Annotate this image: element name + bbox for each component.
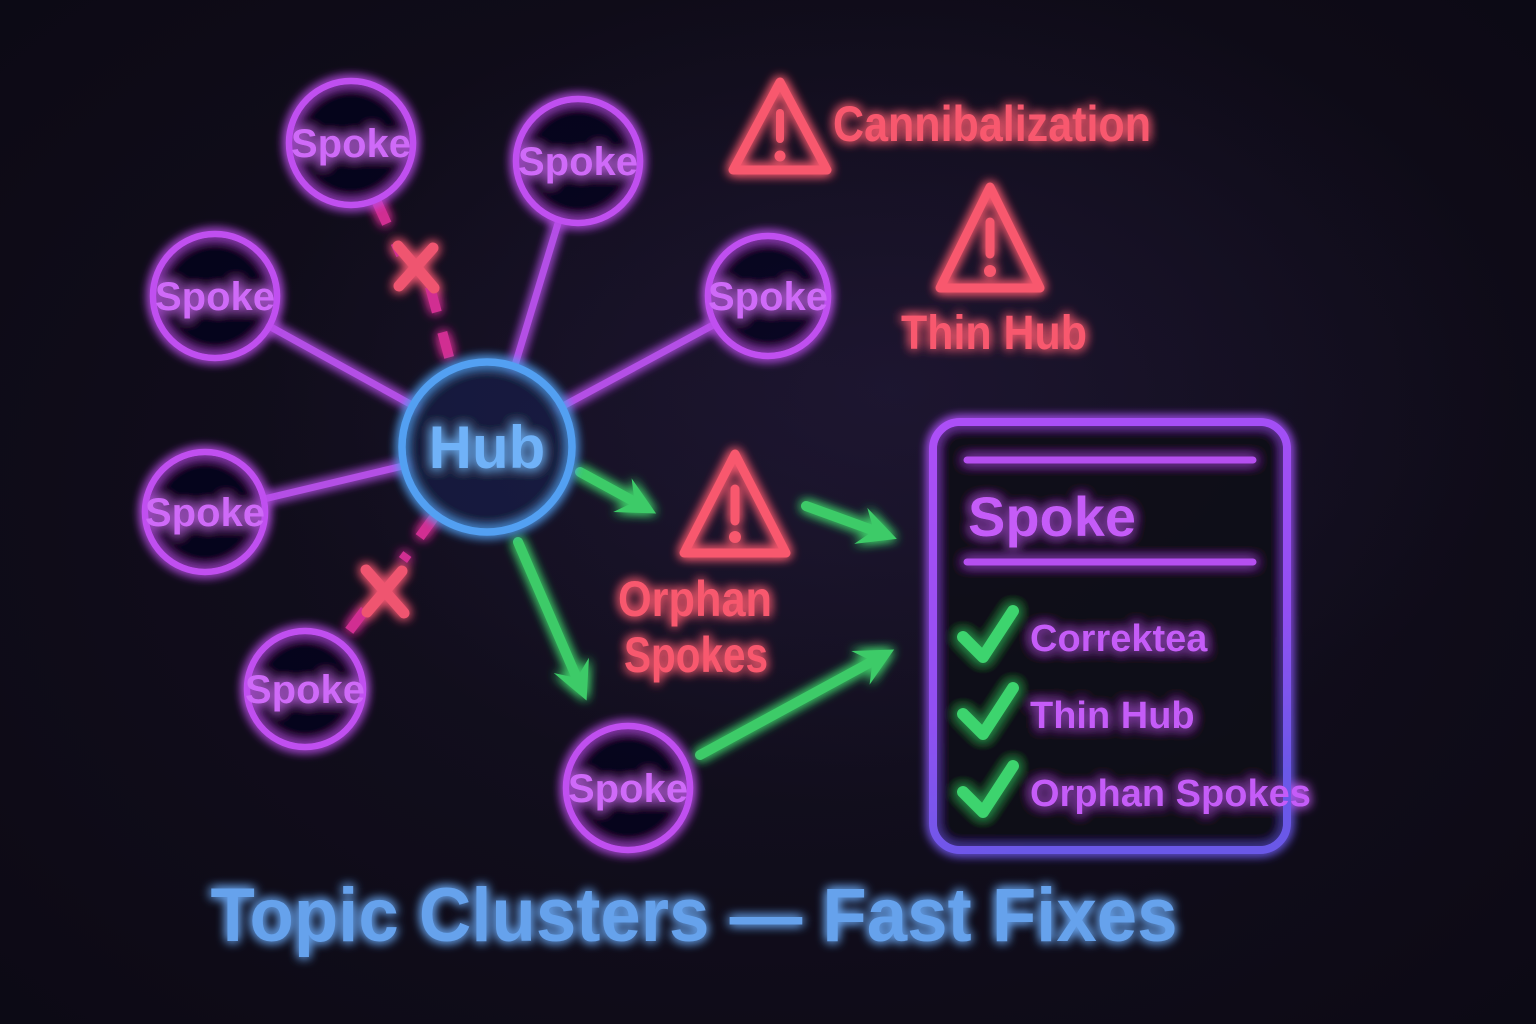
thin-hub-warning: Thin Hub xyxy=(901,182,1087,360)
hub-spoke-link xyxy=(265,322,416,409)
warning-triangle-icon xyxy=(935,182,1045,293)
spoke-label: Spoke xyxy=(291,122,411,166)
orphan-label-line1: Orphan xyxy=(618,571,772,627)
spoke-label: Spoke xyxy=(518,140,638,184)
check-icon xyxy=(957,605,1019,663)
check-icon xyxy=(957,682,1019,740)
broken-link-dashed xyxy=(398,513,440,563)
arrow-hub-to-orphan-icon xyxy=(575,467,657,514)
arrow-spoke-to-panel-icon xyxy=(695,649,895,760)
connector-lines xyxy=(260,216,719,503)
warning-triangle-icon xyxy=(679,449,791,558)
spoke-node: Spoke xyxy=(243,627,367,751)
spoke-label: Spoke xyxy=(708,275,828,319)
flow-arrows xyxy=(513,467,897,760)
x-icon xyxy=(392,240,440,294)
arrow-orphan-to-panel-icon xyxy=(801,501,897,544)
fix-panel: Spoke Correktea Thin Hub Orphan Spokes xyxy=(929,418,1311,854)
spoke-nodes: Spoke Spoke Spoke Spoke Spoke Spoke Spok… xyxy=(141,77,832,854)
panel-item-label: Correktea xyxy=(1030,618,1208,660)
page-title: Topic Clusters — Fast Fixes xyxy=(211,873,1178,958)
spoke-label: Spoke xyxy=(568,767,688,811)
panel-item: Thin Hub xyxy=(957,682,1195,740)
panel-title: Spoke xyxy=(968,485,1136,548)
hub-spoke-link xyxy=(559,320,719,410)
arrow-hub-to-spoke-icon xyxy=(513,537,589,701)
broken-links xyxy=(336,197,457,647)
main-title: Topic Clusters — Fast Fixes xyxy=(211,873,1178,958)
broken-link-dashed xyxy=(425,285,457,370)
warning-triangle-icon xyxy=(728,77,832,175)
spoke-label: Spoke xyxy=(245,668,365,712)
orphan-label-line2: Spokes xyxy=(624,627,768,683)
orphan-spokes-warning: Orphan Spokes xyxy=(618,449,791,683)
broken-link-dashed xyxy=(336,606,369,647)
spoke-node: Spoke xyxy=(704,232,832,360)
hub-spoke-link xyxy=(511,216,563,369)
hub-node: Hub xyxy=(398,358,576,536)
cannibalization-label: Cannibalization xyxy=(833,96,1151,152)
spoke-node: Spoke xyxy=(562,722,694,854)
spoke-node: Spoke xyxy=(149,230,281,362)
panel-item-label: Thin Hub xyxy=(1030,695,1195,737)
spoke-node: Spoke xyxy=(512,95,644,227)
spoke-label: Spoke xyxy=(145,491,265,535)
thin-hub-label: Thin Hub xyxy=(901,307,1087,360)
panel-item-label: Orphan Spokes xyxy=(1030,773,1311,815)
check-icon xyxy=(957,760,1019,818)
spoke-node: Spoke xyxy=(285,77,417,209)
panel-item: Orphan Spokes xyxy=(957,760,1311,818)
warnings: Cannibalization Thin Hub Orphan Spokes xyxy=(618,77,1151,683)
cannibalization-warning: Cannibalization xyxy=(728,77,1151,175)
spoke-node: Spoke xyxy=(141,448,269,576)
x-icon xyxy=(360,564,410,619)
spoke-label: Spoke xyxy=(155,275,275,319)
panel-border xyxy=(929,418,1291,854)
panel-item: Correktea xyxy=(957,605,1208,663)
hub-spoke-link xyxy=(260,462,407,503)
hub-label: Hub xyxy=(429,414,546,481)
